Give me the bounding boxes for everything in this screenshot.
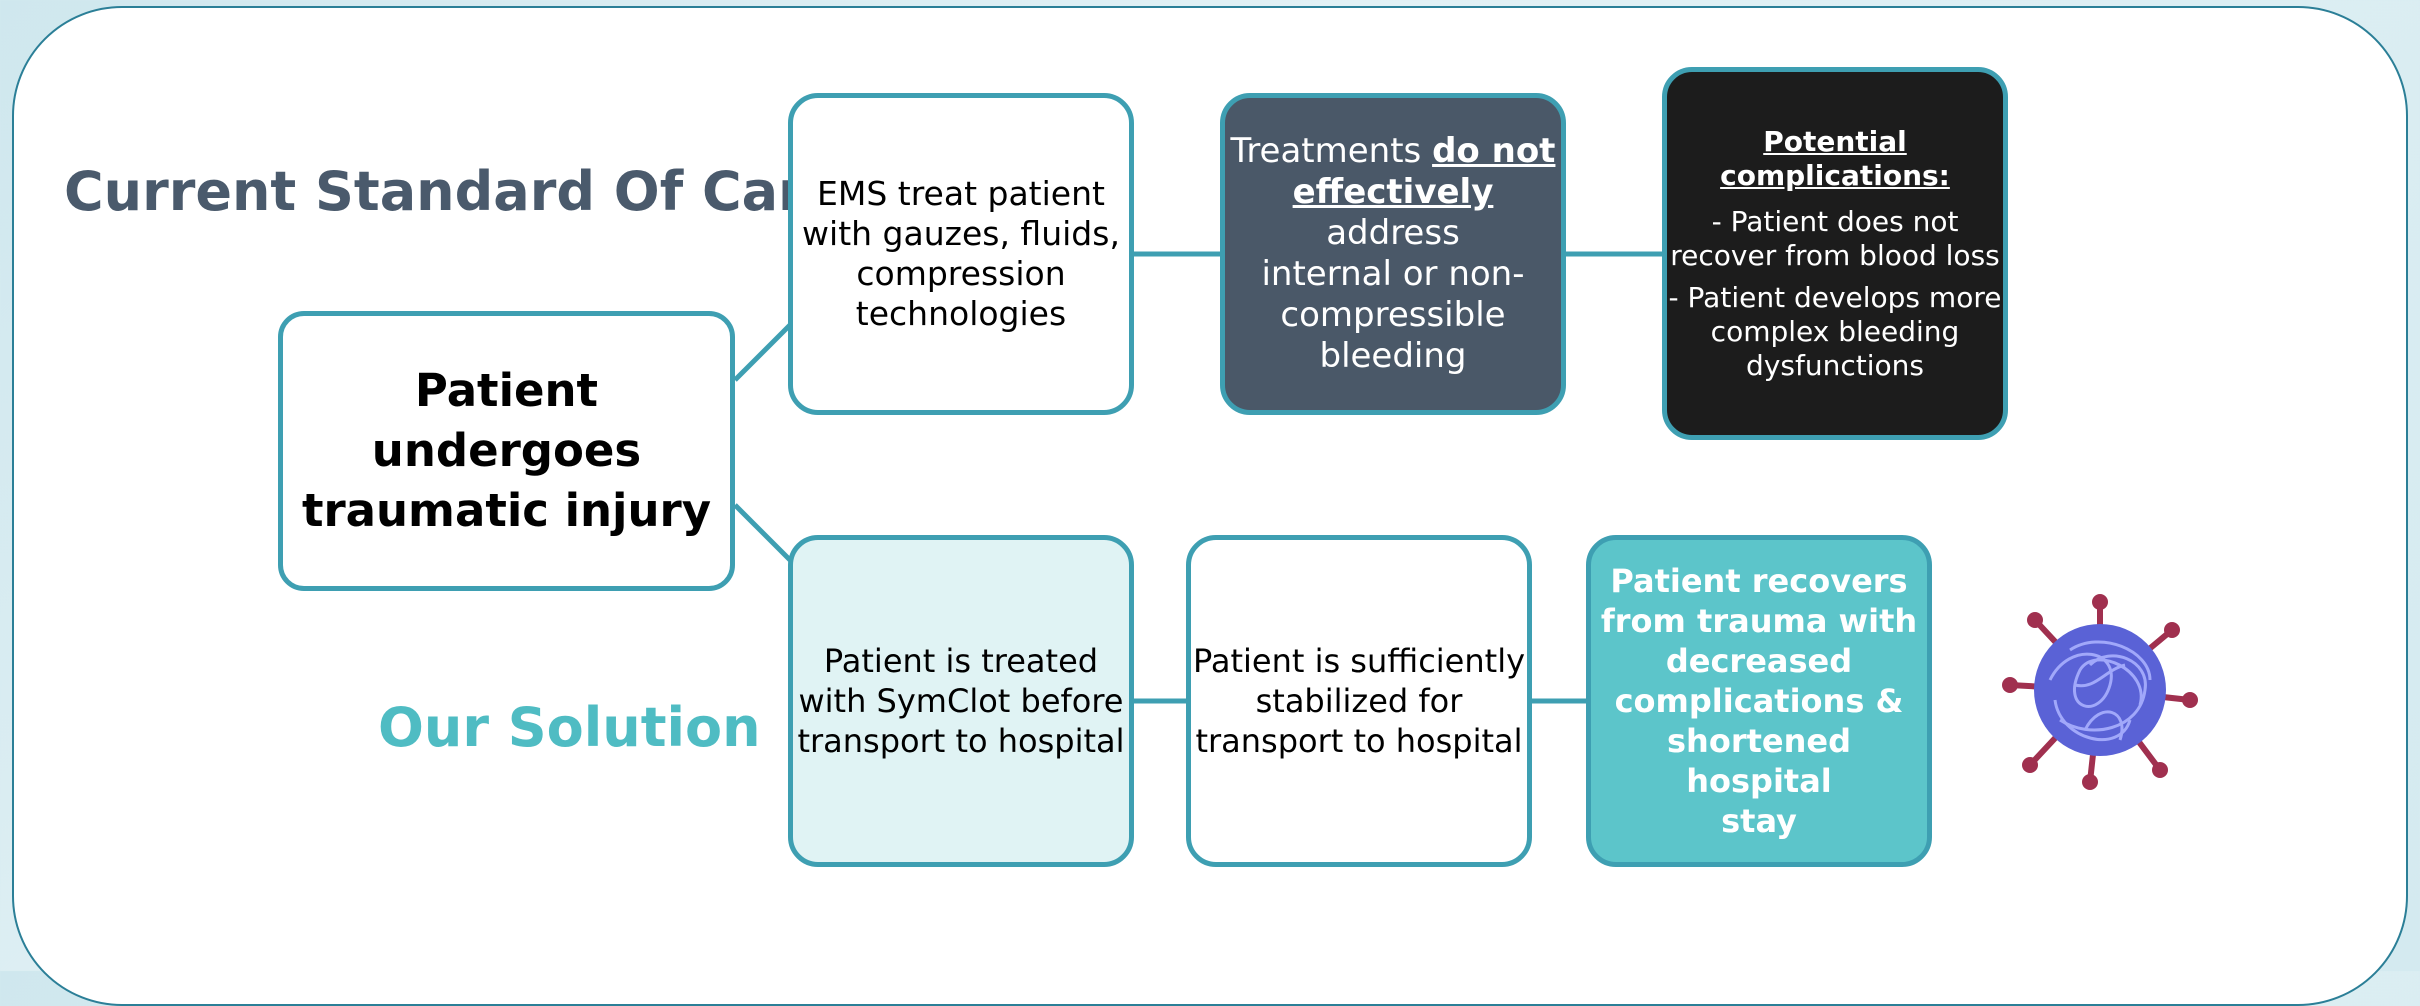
step-text: address — [1326, 213, 1460, 253]
step-line: decreased — [1665, 642, 1853, 680]
step-line: Patient is treated — [823, 642, 1099, 680]
step-line: complications & — [1614, 682, 1904, 720]
symclot-molecule-icon — [2002, 594, 2198, 790]
complication-line: - Patient does not — [1711, 204, 1959, 238]
step-line: transport to hospital — [1195, 722, 1523, 760]
step-line: stabilized for — [1255, 682, 1463, 720]
step-line: with gauzes, fluids, — [802, 214, 1120, 253]
root-line-2: traumatic injury — [301, 484, 712, 537]
step-line: transport to hospital — [797, 722, 1125, 760]
connector-root-to-solution — [733, 503, 792, 562]
solution-step-recovery: Patient recovers from trauma with decrea… — [1586, 535, 1932, 867]
step-text: Treatments — [1230, 131, 1433, 171]
complications-title-line: complications: — [1720, 158, 1950, 192]
heading-our-solution: Our Solution — [378, 696, 761, 759]
heading-current-standard-of-care: Current Standard Of Care — [64, 160, 842, 223]
complications-title: Potential complications: — [1669, 125, 2002, 193]
root-line-1: Patient undergoes — [371, 364, 642, 477]
complication-line: dysfunctions — [1746, 348, 1924, 382]
connector-root-to-current — [733, 323, 792, 382]
step-line: with SymClot before — [798, 682, 1124, 720]
step-line: technologies — [855, 294, 1067, 333]
step-line: Patient recovers — [1610, 562, 1908, 600]
current-step-ems-treatment: EMS treat patient with gauzes, fluids, c… — [788, 93, 1134, 415]
emphasis-text: do not — [1432, 131, 1556, 171]
complication-line: - Patient develops more — [1668, 280, 2002, 314]
solution-step-symclot-treatment: Patient is treated with SymClot before t… — [788, 535, 1134, 867]
connector-lines — [733, 251, 1662, 704]
complication-line: complex bleeding — [1710, 314, 1960, 348]
root-node-traumatic-injury: Patient undergoes traumatic injury — [278, 311, 735, 591]
step-line: EMS treat patient — [817, 174, 1105, 213]
current-step-ineffective-treatment: Treatments do not effectively address in… — [1220, 93, 1566, 415]
step-line: from trauma with — [1600, 602, 1918, 640]
step-text: internal or non- — [1261, 254, 1525, 294]
complications-title-line: Potential — [1763, 124, 1907, 158]
current-step-potential-complications: Potential complications: - Patient does … — [1662, 67, 2008, 440]
step-line: Patient is sufficiently — [1192, 642, 1526, 680]
complication-item: - Patient develops more complex bleeding… — [1669, 281, 2002, 383]
step-line: stay — [1721, 802, 1797, 840]
step-line: compression — [856, 254, 1066, 293]
step-line: shortened hospital — [1667, 722, 1851, 800]
solution-step-stabilized: Patient is sufficiently stabilized for t… — [1186, 535, 1532, 867]
emphasis-text: effectively — [1292, 172, 1494, 212]
complication-item: - Patient does not recover from blood lo… — [1669, 205, 2002, 273]
step-text: bleeding — [1319, 336, 1467, 376]
step-text: compressible — [1280, 295, 1506, 335]
complication-line: recover from blood loss — [1670, 238, 2000, 272]
